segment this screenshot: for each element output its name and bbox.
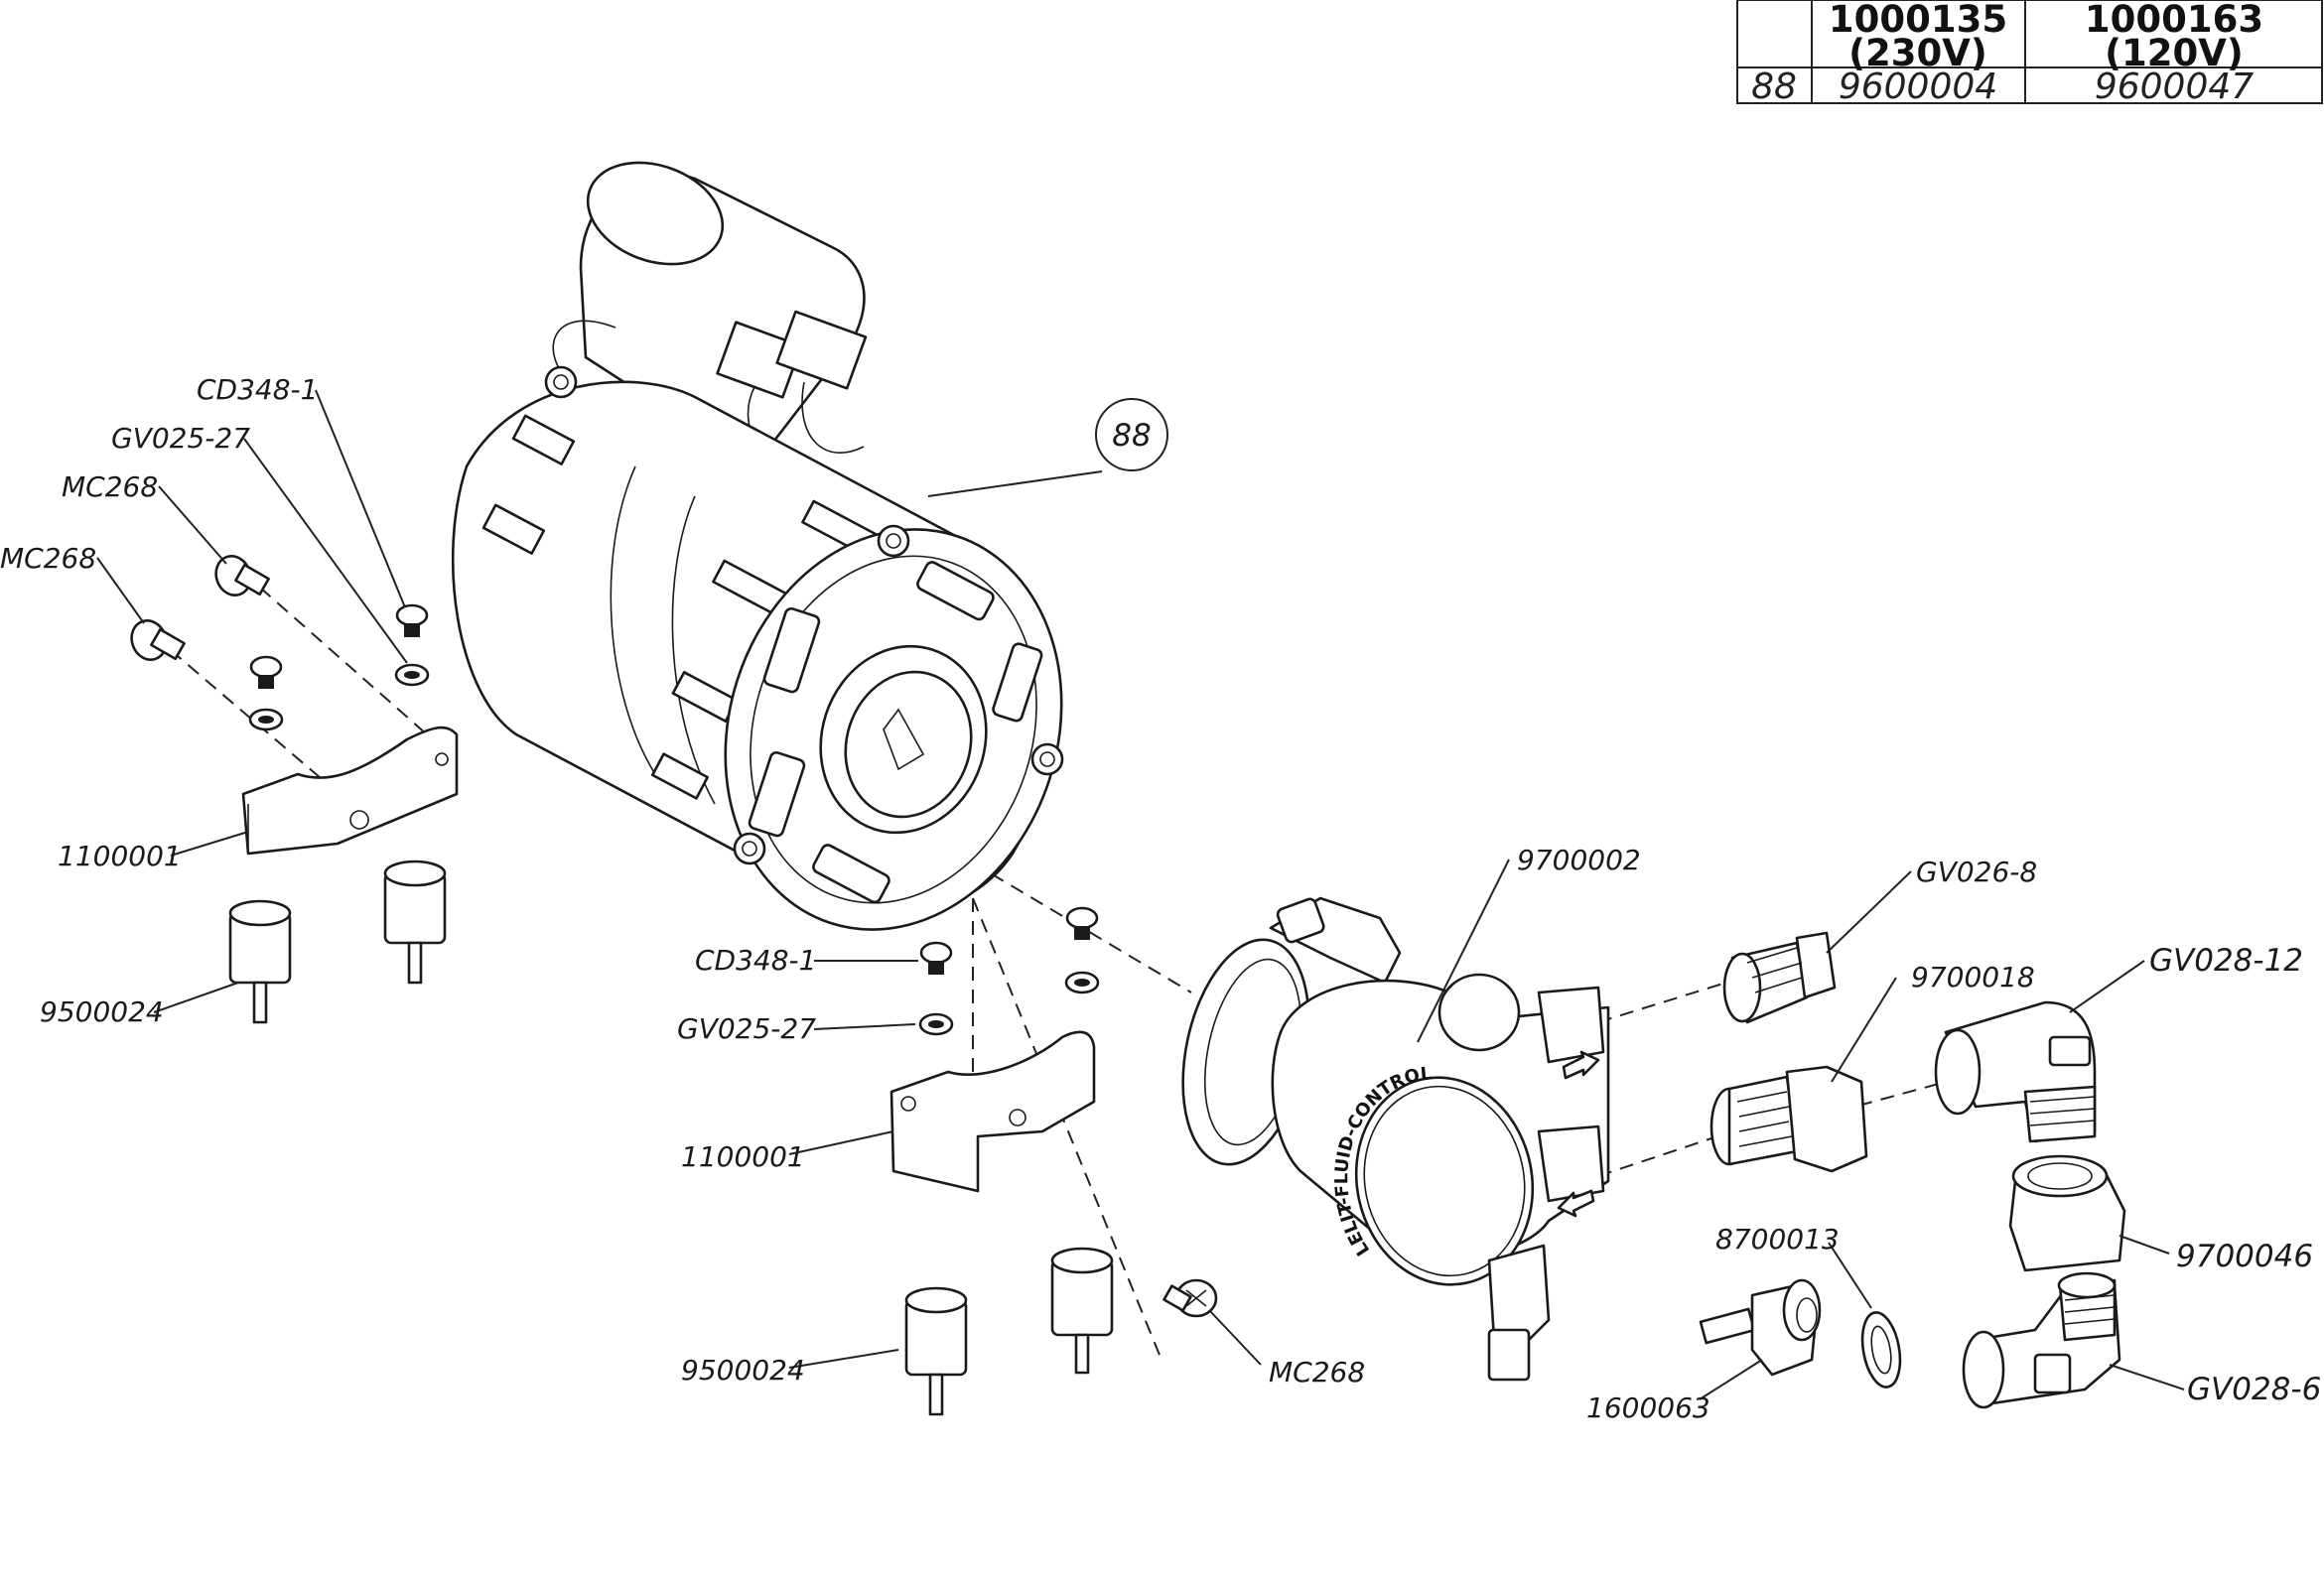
table-header-1000163: 1000163	[2085, 0, 2263, 41]
pump-9700002: LELIT-FLUID-CONTROL	[1181, 896, 1610, 1382]
table-subheader-120v: (120V)	[2105, 32, 2244, 74]
table-cell-9600004: 9600004	[1839, 66, 1997, 107]
label-9500024-left: 9500024	[40, 995, 164, 1028]
label-gv028-6: GV028-6	[2187, 1372, 2321, 1407]
label-gv025-27-mid: GV025-27	[677, 1012, 816, 1045]
table-cell-position: 88	[1751, 66, 1797, 107]
table-subheader-230v: (230V)	[1848, 32, 1987, 74]
callout-88-text: 88	[1112, 418, 1151, 454]
cd348-screw-left	[248, 655, 284, 731]
fitting-gv026-8	[1722, 931, 1837, 1024]
cd348-screw-mid-2	[1064, 906, 1100, 994]
washer-8700013	[1860, 1311, 1902, 1389]
label-1100001-left: 1100001	[58, 840, 182, 872]
elbow-gv028-12	[1934, 1000, 2097, 1143]
rubber-foot-left-a	[228, 899, 292, 1024]
label-gv025-27-top: GV025-27	[111, 422, 250, 455]
table-cell-9600047: 9600047	[2095, 66, 2254, 107]
label-gv026-8: GV026-8	[1916, 856, 2037, 888]
hose-barb-1600063	[1699, 1278, 1822, 1377]
label-mc268-mid: MC268	[1269, 1356, 1365, 1389]
nut-9700046	[2008, 1154, 2126, 1272]
rubber-foot-mid-b	[1050, 1247, 1114, 1375]
assembly-guide-lines	[170, 587, 1947, 1361]
leader-lines	[96, 389, 2185, 1400]
label-9700002: 9700002	[1517, 844, 1641, 876]
label-9700018: 9700018	[1911, 961, 2035, 993]
label-cd348-1-mid: CD348-1	[695, 944, 816, 977]
label-mc268-top-a: MC268	[62, 470, 158, 503]
motor-88	[451, 161, 1064, 931]
elbow-gv028-6	[1962, 1271, 2121, 1409]
fitting-9700018	[1709, 1065, 1868, 1173]
middle-bracket-assembly	[889, 906, 1218, 1416]
label-1600063: 1600063	[1586, 1391, 1710, 1424]
mc268-screw-a	[130, 619, 186, 661]
label-gv028-12: GV028-12	[2149, 943, 2303, 979]
cd348-screw-mid	[918, 941, 954, 1036]
label-1100001-mid: 1100001	[681, 1140, 805, 1173]
label-8700013: 8700013	[1715, 1223, 1840, 1256]
part-number-table: 1000135 (230V) 1000163 (120V) 88 9600004…	[1736, 0, 2323, 107]
label-mc268-top-b: MC268	[0, 542, 96, 575]
label-9700046: 9700046	[2176, 1239, 2313, 1274]
mc268-screw-b	[214, 555, 270, 596]
label-cd348-1-top: CD348-1	[197, 373, 318, 406]
cd348-screw-left-2	[394, 603, 430, 687]
label-9500024-mid: 9500024	[681, 1354, 805, 1387]
rubber-foot-left-b	[383, 860, 447, 985]
part-labels: CD348-1 GV025-27 MC268 MC268 1100001 950…	[0, 373, 2321, 1424]
table-header-1000135: 1000135	[1829, 0, 2007, 41]
left-bracket-assembly	[130, 555, 459, 1024]
callout-bubble-88: 88	[1095, 398, 1168, 471]
rubber-foot-mid-a	[904, 1286, 968, 1416]
mc268-screw-mid	[1162, 1278, 1218, 1318]
